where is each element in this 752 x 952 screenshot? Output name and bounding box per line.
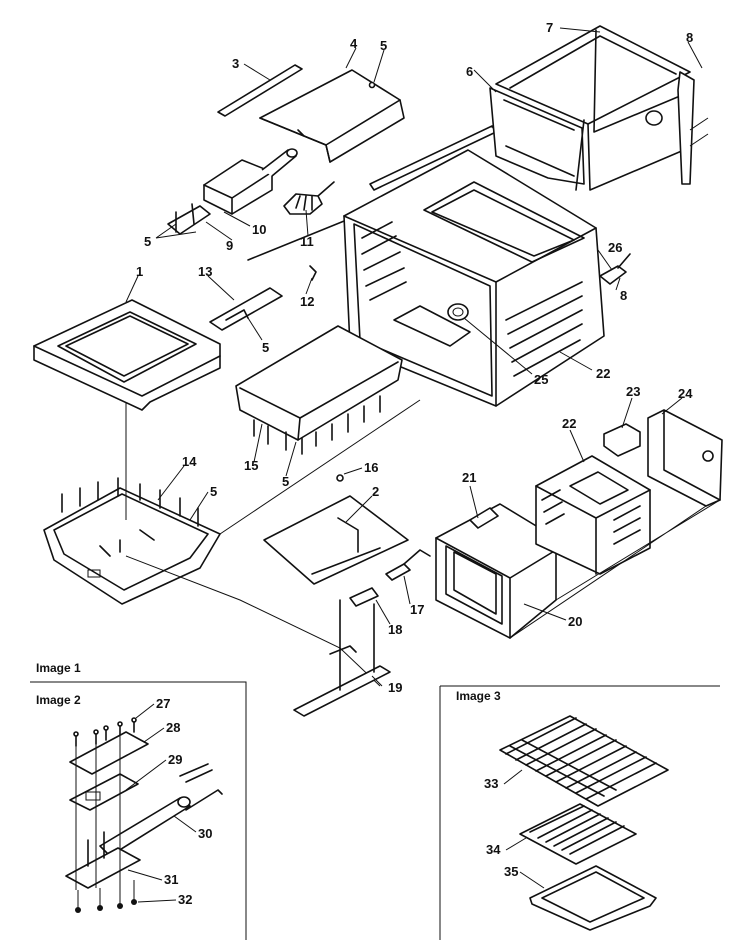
part-4-top-cover: [259, 69, 405, 163]
callout-19: 19: [388, 680, 402, 695]
part-27-screws: [73, 717, 137, 747]
screw-5-top: [368, 81, 376, 89]
callout-5: 5: [380, 38, 387, 53]
part-19-burner-tube: [293, 599, 391, 717]
callout-4: 4: [350, 36, 358, 51]
callout-24: 24: [678, 386, 693, 401]
part-6-back-panel: [489, 87, 585, 185]
callout-8: 8: [686, 30, 693, 45]
part-8-side-rail: [677, 71, 695, 185]
callout-23: 23: [626, 384, 640, 399]
callout-3: 3: [232, 56, 239, 71]
callout-26: 26: [608, 240, 622, 255]
callout-22: 22: [596, 366, 610, 381]
callout-32: 32: [178, 892, 192, 907]
callout-28: 28: [166, 720, 180, 735]
callout-11: 11: [300, 234, 314, 249]
image3-divider: [439, 685, 720, 940]
callout-12: 12: [300, 294, 314, 309]
callout-33: 33: [484, 776, 498, 791]
part-15-tray: [235, 325, 403, 455]
callout-8: 8: [620, 288, 627, 303]
callout-9: 9: [226, 238, 233, 253]
callout-1: 1: [136, 264, 143, 279]
part-25-knob: [447, 303, 469, 321]
part-31-bracket: [65, 831, 141, 889]
callout-leaders: [125, 27, 703, 903]
callout-35: 35: [504, 864, 518, 879]
callout-numbers: 3 4 5 6 7 8 10 9 5 11 12 13 5 26 8 22 25…: [136, 20, 693, 907]
callout-27: 27: [156, 696, 170, 711]
section-label-image1: Image 1: [36, 661, 81, 675]
callout-5: 5: [210, 484, 217, 499]
part-12-clip: [309, 265, 317, 281]
part-3-strip: [217, 64, 303, 117]
part-29-bracket: [69, 763, 213, 811]
callout-22: 22: [562, 416, 576, 431]
part-24-back-panel: [647, 409, 723, 507]
part-32-screws: [75, 880, 137, 913]
part-11-switch: [283, 181, 335, 215]
part-34-broil-grid: [519, 803, 637, 865]
section-label-image3: Image 3: [456, 689, 501, 703]
callout-29: 29: [168, 752, 182, 767]
callout-21: 21: [462, 470, 476, 485]
callout-6: 6: [466, 64, 473, 79]
leader-lines-lower: [509, 499, 721, 639]
part-14-burner-pan: [43, 477, 221, 605]
callout-5: 5: [262, 340, 269, 355]
callout-5: 5: [282, 474, 289, 489]
callout-15: 15: [244, 458, 258, 473]
part-13-bracket: [209, 287, 283, 331]
part-30-burner: [99, 789, 223, 857]
callout-18: 18: [388, 622, 402, 637]
part-16-screw: [336, 474, 344, 482]
callout-16: 16: [364, 460, 378, 475]
part-21-bracket: [469, 507, 499, 529]
part-22-lower-cavity: [535, 455, 651, 575]
part-17-igniter: [385, 549, 431, 581]
image2-divider: [30, 681, 247, 940]
callout-14: 14: [182, 454, 197, 469]
callout-20: 20: [568, 614, 582, 629]
image2-leader-lines: [75, 736, 121, 890]
part-18-valve: [349, 587, 379, 607]
part-1-door-window: [33, 299, 221, 411]
part-9-bracket: [167, 203, 211, 235]
part-23-bracket: [603, 423, 641, 457]
callout-5: 5: [144, 234, 151, 249]
callout-2: 2: [372, 484, 379, 499]
rail-extension-lines: [689, 117, 709, 147]
callout-10: 10: [252, 222, 266, 237]
callout-13: 13: [198, 264, 212, 279]
leader-line-14-22: [219, 399, 421, 535]
part-7-top-frame: [495, 25, 691, 191]
callout-7: 7: [546, 20, 553, 35]
callout-30: 30: [198, 826, 212, 841]
part-10-tube-assembly: [203, 148, 298, 215]
callout-31: 31: [164, 872, 178, 887]
section-label-image2: Image 2: [36, 693, 81, 707]
callout-25: 25: [534, 372, 548, 387]
part-35-broil-pan: [529, 865, 657, 931]
part-28-plate: [69, 731, 149, 775]
callout-34: 34: [486, 842, 501, 857]
callout-17: 17: [410, 602, 424, 617]
part-33-oven-rack: [499, 715, 669, 807]
part-2-baffle: [263, 495, 409, 585]
leader-line-14-19: [125, 555, 381, 687]
